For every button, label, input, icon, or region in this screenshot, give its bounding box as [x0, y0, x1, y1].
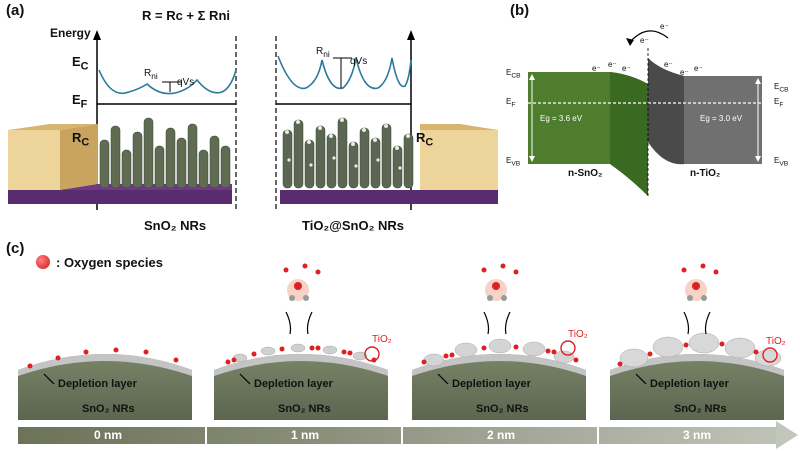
panel-a-label: (a) [6, 2, 25, 19]
rc-label-left: RC [72, 130, 90, 149]
tio2-label-3: TiO₂ [766, 336, 786, 347]
resistance-formula: R = Rc + Σ Rni [142, 8, 230, 23]
sno2-nrs-label-2: SnO₂ NRs [476, 403, 529, 415]
timeline-arrowhead-icon [776, 421, 798, 449]
tio2-label-1: TiO₂ [372, 334, 392, 345]
electron-3: e⁻ [622, 64, 631, 73]
caption-tio2-sno2-nrs: TiO₂@SnO₂ NRs [302, 218, 405, 233]
depletion-label-2: Depletion layer [452, 378, 531, 390]
rni-label-right: Rni [316, 46, 330, 59]
ecb-left: ECB [506, 68, 521, 80]
evb-left: EVB [506, 156, 521, 168]
depletion-label-0: Depletion layer [58, 378, 137, 390]
depletion-label-3: Depletion layer [650, 378, 729, 390]
electron-1: e⁻ [592, 64, 601, 73]
ec-label: EC [72, 54, 89, 73]
ef-right: EF [774, 97, 784, 109]
rc-label-right: RC [416, 130, 434, 149]
panel-c-label: (c) [6, 240, 25, 257]
timeline-separator [401, 427, 403, 444]
electron-2: e⁻ [608, 60, 617, 69]
electron-4: e⁻ [640, 36, 649, 45]
timeline-label-3nm: 3 nm [682, 428, 711, 442]
qvs-label-right: qVs [350, 56, 368, 67]
panel-b-label: (b) [510, 2, 530, 19]
timeline-label-2nm: 2 nm [486, 428, 515, 442]
sno2-nrs-label-1: SnO₂ NRs [278, 403, 331, 415]
caption-sno2-nrs: SnO₂ NRs [144, 218, 207, 233]
label-n-tio2: n-TiO₂ [690, 168, 721, 179]
oxygen-legend-text: : Oxygen species [56, 255, 163, 270]
ef-label: EF [72, 92, 88, 111]
electron-5: e⁻ [660, 22, 669, 31]
evb-right: EVB [774, 156, 789, 168]
oxygen-legend-icon [36, 255, 50, 269]
sno2-nrs-label-0: SnO₂ NRs [82, 403, 135, 415]
rni-label-left: Rni [144, 68, 158, 81]
timeline-label-0nm: 0 nm [93, 428, 122, 442]
energy-axis-label: Energy [50, 26, 91, 40]
electron-6: e⁻ [664, 60, 673, 69]
timeline-separator [205, 427, 207, 444]
timeline-separator [597, 427, 599, 444]
depletion-label-1: Depletion layer [254, 378, 333, 390]
ef-left: EF [506, 97, 516, 109]
timeline-label-1nm: 1 nm [290, 428, 319, 442]
sno2-nrs-label-3: SnO₂ NRs [674, 403, 727, 415]
electron-8: e⁻ [694, 64, 703, 73]
qvs-label-left: qVs [177, 77, 195, 88]
bandgap-tio2: Eg = 3.0 eV [700, 114, 743, 123]
electron-7: e⁻ [680, 68, 689, 77]
thickness-timeline-bar [18, 427, 778, 444]
ecb-right: ECB [774, 82, 789, 94]
tio2-label-2: TiO₂ [568, 329, 588, 340]
label-n-sno2: n-SnO₂ [568, 168, 603, 179]
bandgap-sno2: Eg = 3.6 eV [540, 114, 583, 123]
